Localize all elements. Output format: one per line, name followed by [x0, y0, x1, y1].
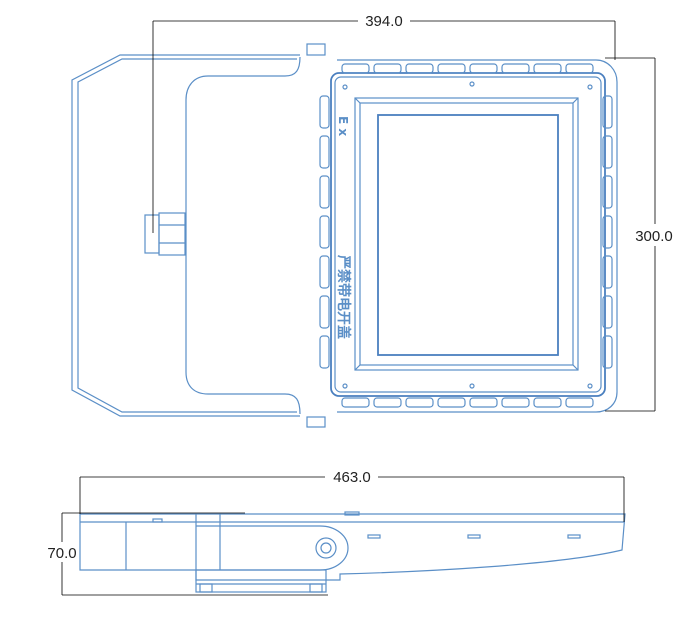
length-dimension-label: 463.0	[333, 469, 371, 486]
width-dimension-label: 394.0	[365, 13, 403, 30]
left-slot-column	[319, 95, 330, 369]
housing-inner-outline	[77, 58, 297, 413]
top-slot-row	[341, 63, 594, 74]
front-dimensions: 394.0 300.0	[152, 13, 673, 412]
warning-label: 严禁带电开盖	[335, 254, 352, 339]
lens-window	[354, 97, 579, 371]
cover-rim	[337, 59, 618, 413]
depth-dimension-label: 70.0	[47, 545, 76, 562]
height-dimension-label: 300.0	[635, 228, 673, 245]
side-dimensions: 463.0 70.0	[47, 469, 625, 596]
glass-pane	[377, 114, 559, 356]
housing-outline	[71, 54, 300, 417]
mount-base	[195, 569, 327, 593]
bottom-tab	[306, 416, 326, 428]
cover-frame	[330, 72, 606, 397]
ex-mark: E x	[336, 116, 350, 136]
bottom-slot-row	[341, 397, 594, 408]
pivot-knob	[315, 537, 337, 559]
side-view	[79, 511, 626, 593]
right-slot-column	[602, 95, 613, 369]
side-body	[79, 513, 626, 581]
cable-gland	[144, 212, 186, 256]
cover-screws	[342, 81, 593, 389]
cover-frame-inner	[334, 76, 602, 393]
swivel-arm	[196, 525, 349, 571]
u-bracket	[185, 56, 301, 415]
top-tab	[306, 43, 326, 56]
front-view: E x 严禁带电开盖	[71, 43, 618, 428]
